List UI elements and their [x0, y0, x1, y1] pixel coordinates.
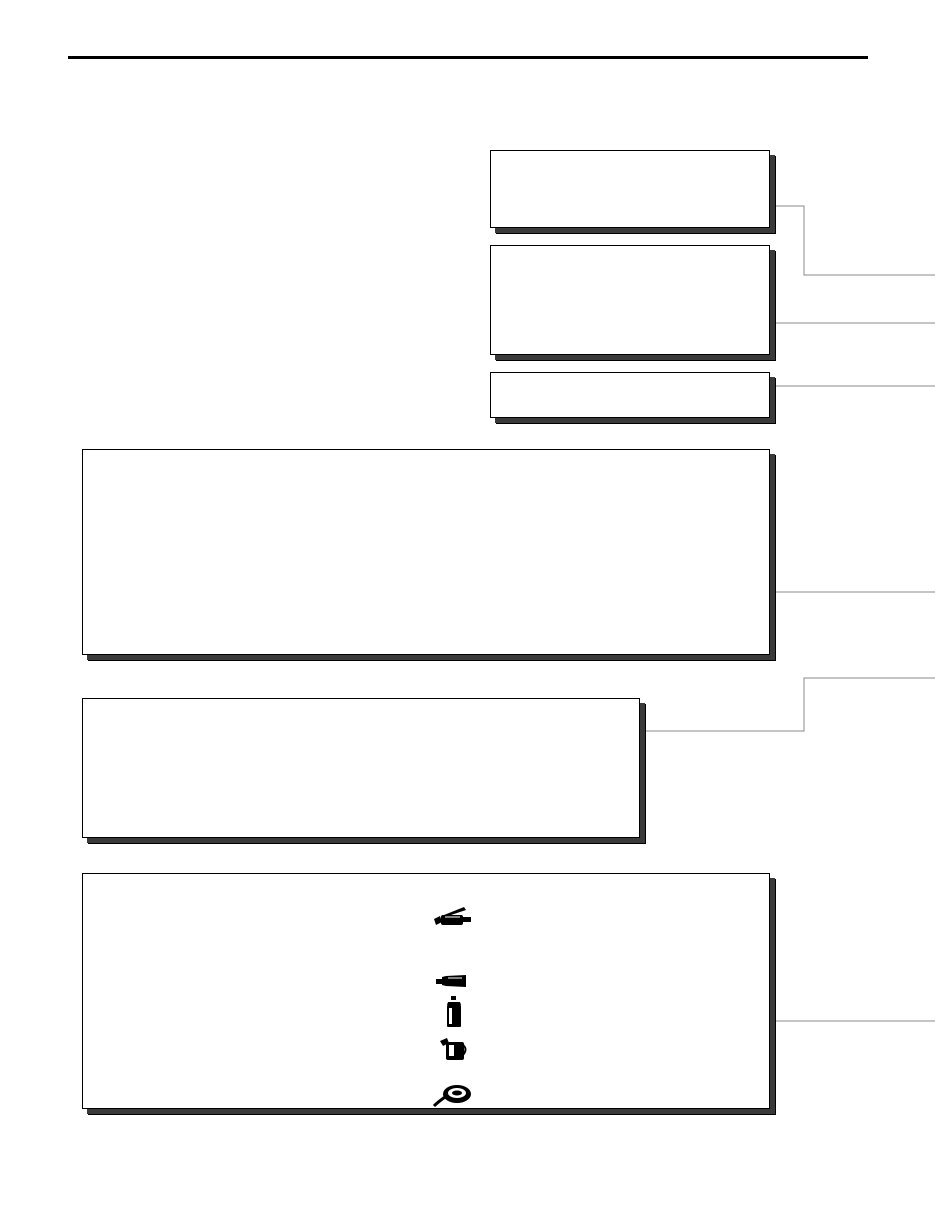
sealant-tube-icon [436, 975, 466, 987]
leader-line-5 [646, 677, 935, 732]
leader-line-1 [776, 205, 935, 276]
tape-measure-icon [432, 1085, 471, 1108]
oil-container-icon [440, 1038, 467, 1060]
content-box-materials [82, 873, 770, 1109]
spray-can-icon [447, 996, 461, 1027]
callout-box-2 [490, 245, 770, 355]
callout-box-1 [490, 150, 770, 228]
callout-box-3 [490, 372, 770, 418]
header-rule [68, 56, 868, 59]
grease-gun-icon [434, 907, 471, 925]
content-box-secondary [82, 698, 640, 838]
content-box-main [82, 449, 770, 655]
